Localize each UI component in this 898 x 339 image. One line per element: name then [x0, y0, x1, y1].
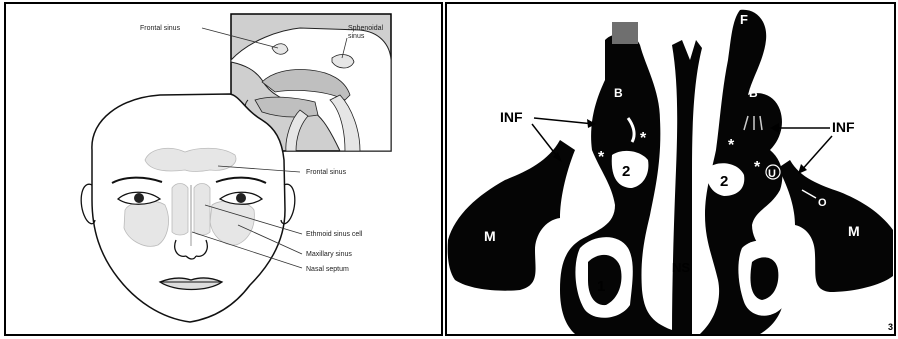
ct-label-M-left: M	[484, 228, 496, 244]
left-panel: Frontal sinus Sphenoidal sinus	[5, 3, 442, 335]
ct-star-4: *	[728, 137, 735, 154]
ct-star-3: *	[708, 102, 715, 119]
label-inset-sphenoidal-1: Sphenoidal	[348, 25, 383, 32]
ct-label-M-right: M	[848, 223, 860, 239]
ct-label-F: F	[740, 12, 748, 27]
right-panel: F B B INF INF u U O M M NS 1 2 2 * * * *…	[446, 3, 895, 335]
right-iris	[236, 193, 246, 203]
frontal-sinus-shape	[145, 148, 236, 171]
label-maxillary: Maxillary sinus	[306, 251, 352, 258]
ct-label-2-right: 2	[720, 173, 728, 190]
ct-label-INF-left: INF	[500, 109, 523, 125]
ct-star-2: *	[598, 149, 605, 166]
ct-label-2-left: 2	[622, 163, 630, 180]
label-inset-frontal: Frontal sinus	[140, 25, 181, 32]
ct-label-1: 1	[597, 278, 605, 295]
ct-star-5: *	[754, 159, 761, 176]
label-frontal-sinus: Frontal sinus	[306, 169, 347, 176]
ct-label-B-right: B	[749, 86, 758, 100]
ct-label-o: O	[818, 197, 827, 209]
ct-label-B-left: B	[614, 86, 623, 100]
ct-label-U: U	[768, 168, 776, 180]
corner-mark: 3	[888, 322, 893, 332]
label-ethmoid: Ethmoid sinus cell	[306, 231, 363, 238]
label-septum: Nasal septum	[306, 266, 349, 273]
ct-label-INF-right: INF	[832, 119, 855, 135]
ct-label-NS: NS	[672, 260, 690, 275]
ct-star-1: *	[640, 130, 647, 147]
ct-gray-top	[612, 22, 638, 44]
label-inset-sphenoidal-2: sinus	[348, 33, 365, 40]
ct-label-u: u	[578, 163, 585, 175]
left-iris	[134, 193, 144, 203]
